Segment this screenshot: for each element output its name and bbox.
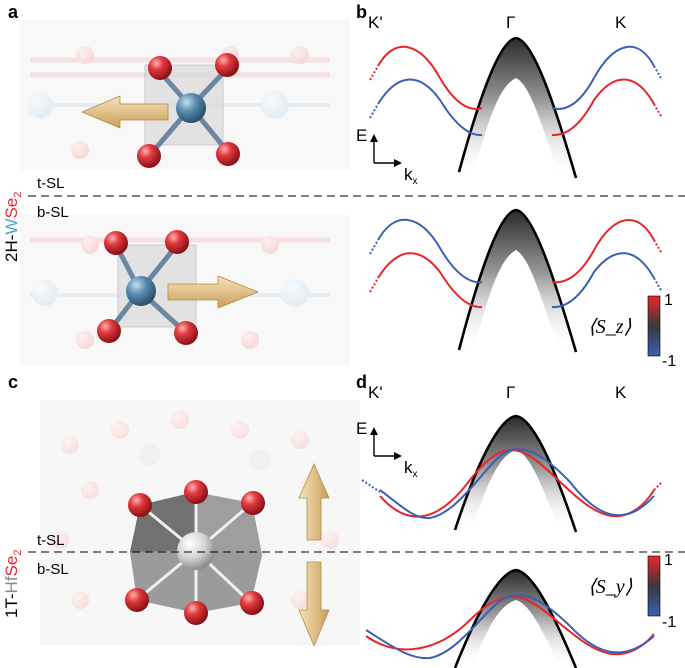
- panel-b-momentum-axis: kx: [404, 165, 418, 187]
- colorbar-max: 1: [664, 552, 673, 569]
- band-spin-up: [379, 449, 655, 518]
- wse2-bottom-unit: [97, 230, 260, 345]
- panel-b: b K' Γ K E kx: [356, 2, 676, 370]
- panel-b-energy-axis: E: [356, 126, 367, 145]
- panel-b-bottom-bands: [369, 208, 663, 353]
- panel-c-bottom-layer-label: b-SL: [37, 561, 69, 578]
- w-atom: [126, 276, 156, 306]
- wse2-top-unit: [80, 53, 240, 168]
- energy-momentum-axes-icon: [370, 427, 402, 460]
- panel-d-k-center: Γ: [506, 383, 515, 402]
- hole-band: [453, 568, 578, 668]
- band-spin-down: [379, 448, 655, 520]
- spin-arrow-down-icon: [298, 561, 330, 648]
- se-atom: [97, 319, 121, 343]
- se-atom: [148, 56, 172, 80]
- energy-momentum-axes-icon: [370, 134, 402, 167]
- hf-atom: [177, 532, 215, 570]
- band-spin-up: [377, 252, 483, 309]
- se-atom: [241, 491, 265, 515]
- colorbar-min: -1: [662, 614, 676, 631]
- panel-b-colorbar: 1 -1 ⟨S_z⟩: [588, 292, 676, 370]
- band-spin-down: [551, 45, 655, 110]
- panel-c-top-layer-label: t-SL: [37, 532, 65, 549]
- se-atom: [215, 53, 239, 77]
- band-spin-up: [551, 78, 655, 137]
- se-atom: [216, 142, 240, 166]
- se-atom: [165, 230, 189, 254]
- panel-b-letter: b: [356, 2, 367, 22]
- spin-arrow-up-icon: [298, 463, 330, 541]
- spin-arrow-left-icon: [80, 95, 169, 129]
- panel-d-letter: d: [356, 372, 367, 392]
- band-spin-down: [377, 219, 483, 284]
- panel-a-bottom-layer-label: b-SL: [37, 204, 69, 221]
- hole-band: [457, 208, 578, 353]
- panel-b-k-right: K: [615, 13, 627, 32]
- band-spin-up: [365, 595, 655, 656]
- hfse2-unit: [125, 480, 265, 625]
- panel-d-colorbar: 1 -1 ⟨S_y⟩: [588, 552, 676, 631]
- se-atom: [174, 321, 198, 345]
- panel-c-material-label: 1T-HfSe2: [2, 550, 24, 618]
- se-atom: [137, 144, 161, 168]
- colorbar-max: 1: [664, 292, 673, 309]
- se-atom: [104, 231, 128, 255]
- spin-arrow-right-icon: [167, 275, 260, 309]
- se-atom: [128, 493, 152, 517]
- band-spin-down: [365, 594, 655, 660]
- se-atom: [184, 601, 208, 625]
- band-spin-down: [551, 252, 655, 309]
- panel-a-material-label: 2H-WSe2: [2, 192, 24, 262]
- panel-d-momentum-axis: kx: [404, 458, 418, 480]
- panel-b-top-bands: [369, 36, 663, 179]
- panel-d-bottom-bands: [365, 568, 655, 668]
- panel-a-top-layer-label: t-SL: [37, 175, 65, 192]
- band-spin-down: [377, 78, 483, 137]
- se-atom: [184, 480, 208, 504]
- w-atom: [176, 93, 206, 123]
- band-spin-up: [377, 45, 483, 110]
- panel-b-k-left: K': [368, 13, 383, 32]
- se-atom: [125, 588, 149, 612]
- panel-b-k-center: Γ: [506, 13, 515, 32]
- colorbar-label-sz: ⟨S_z⟩: [588, 316, 632, 338]
- panel-d: d K' Γ K E kx 1: [356, 372, 676, 668]
- panel-d-k-left: K': [368, 383, 383, 402]
- se-atom: [240, 591, 264, 615]
- panel-a-letter: a: [8, 2, 19, 22]
- colorbar-label-sy: ⟨S_y⟩: [588, 576, 633, 598]
- band-spin-up: [551, 219, 655, 284]
- panel-a: a: [2, 2, 350, 365]
- panel-d-energy-axis: E: [356, 419, 367, 438]
- colorbar-min: -1: [662, 353, 676, 370]
- panel-d-k-right: K: [615, 383, 627, 402]
- panel-d-top-bands: [361, 414, 663, 533]
- panel-c-letter: c: [8, 372, 18, 392]
- panel-c: c: [2, 372, 360, 648]
